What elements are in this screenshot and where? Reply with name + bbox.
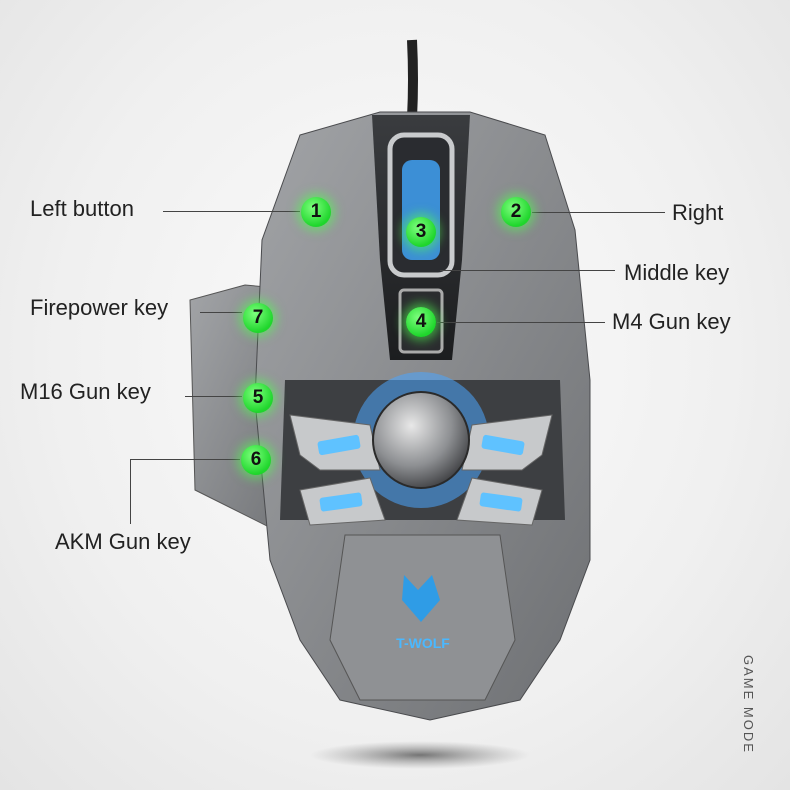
mouse-cable <box>407 39 418 119</box>
led-strip <box>479 492 523 512</box>
callout-line-akm-v <box>130 459 131 524</box>
callout-line-m16 <box>185 396 242 397</box>
callout-badge-4: 4 <box>406 307 436 337</box>
wolf-logo-icon <box>402 575 440 622</box>
callout-line-m4 <box>437 322 605 323</box>
led-strip <box>319 492 363 512</box>
label-right: Right <box>672 200 724 225</box>
callout-line-firepower <box>200 312 242 313</box>
callout-badge-2: 2 <box>501 197 531 227</box>
side-caption: GAME MODE <box>741 655 756 754</box>
label-middle-key: Middle key <box>624 260 730 285</box>
callout-line-akm-h <box>130 459 240 460</box>
callout-badge-3: 3 <box>406 217 436 247</box>
label-m16-gun-key: M16 Gun key <box>20 379 151 404</box>
mouse-shadow <box>310 741 530 769</box>
callout-line-left-button <box>163 211 300 212</box>
callout-line-middle-key <box>440 270 615 271</box>
label-m4-gun-key: M4 Gun key <box>612 309 731 334</box>
led-strip <box>481 434 525 456</box>
callout-badge-6: 6 <box>241 445 271 475</box>
led-strip <box>317 434 361 456</box>
label-firepower-key: Firepower key <box>30 295 169 320</box>
callout-badge-1: 1 <box>301 197 331 227</box>
callout-badge-7: 7 <box>243 303 273 333</box>
label-left-button: Left button <box>30 196 134 221</box>
callout-badge-5: 5 <box>243 383 273 413</box>
center-knob <box>372 391 470 489</box>
callout-line-right <box>532 212 665 213</box>
brand-logo-text: T-WOLF <box>396 635 450 651</box>
label-akm-gun-key: AKM Gun key <box>55 529 191 554</box>
